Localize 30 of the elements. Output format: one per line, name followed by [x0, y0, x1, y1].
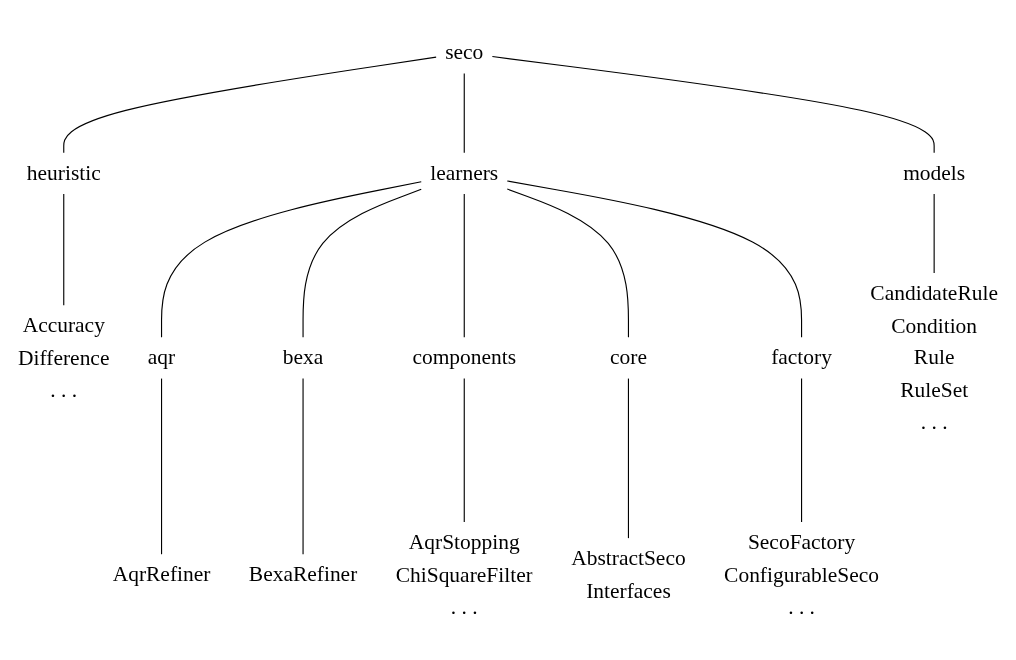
connector [491, 56, 935, 154]
node-text: seco [445, 40, 484, 64]
node-text: AbstractSeco Interfaces [571, 546, 686, 602]
node-text: aqr [147, 345, 176, 369]
connector [933, 193, 935, 274]
connector [161, 378, 163, 555]
node-text: AqrRefiner [112, 562, 211, 586]
node-text: factory [771, 345, 832, 369]
node-text: models [903, 160, 966, 185]
node-text: SecoFactory ConfigurableSeco . . . [724, 529, 880, 619]
node-text: CandidateRule Condition Rule RuleSet . . . [870, 280, 998, 434]
node-text: heuristic [26, 160, 101, 185]
node-text: components [412, 345, 517, 369]
connector [161, 181, 422, 338]
node-text: Accuracy Difference . . . [18, 313, 110, 402]
connector [506, 188, 629, 338]
connector [463, 193, 465, 338]
node-text: AqrStopping ChiSquareFilter . . . [395, 529, 533, 619]
connector [463, 73, 465, 154]
connector [506, 180, 803, 338]
node-text: BexaRefiner [248, 562, 358, 586]
connector [63, 193, 65, 306]
connector [627, 378, 629, 539]
node-text: bexa [282, 345, 324, 369]
node-text: learners [430, 160, 499, 185]
connector [302, 188, 422, 338]
connector [801, 378, 803, 523]
node-text: core [609, 345, 647, 369]
connector [463, 378, 465, 523]
connector [63, 56, 437, 154]
